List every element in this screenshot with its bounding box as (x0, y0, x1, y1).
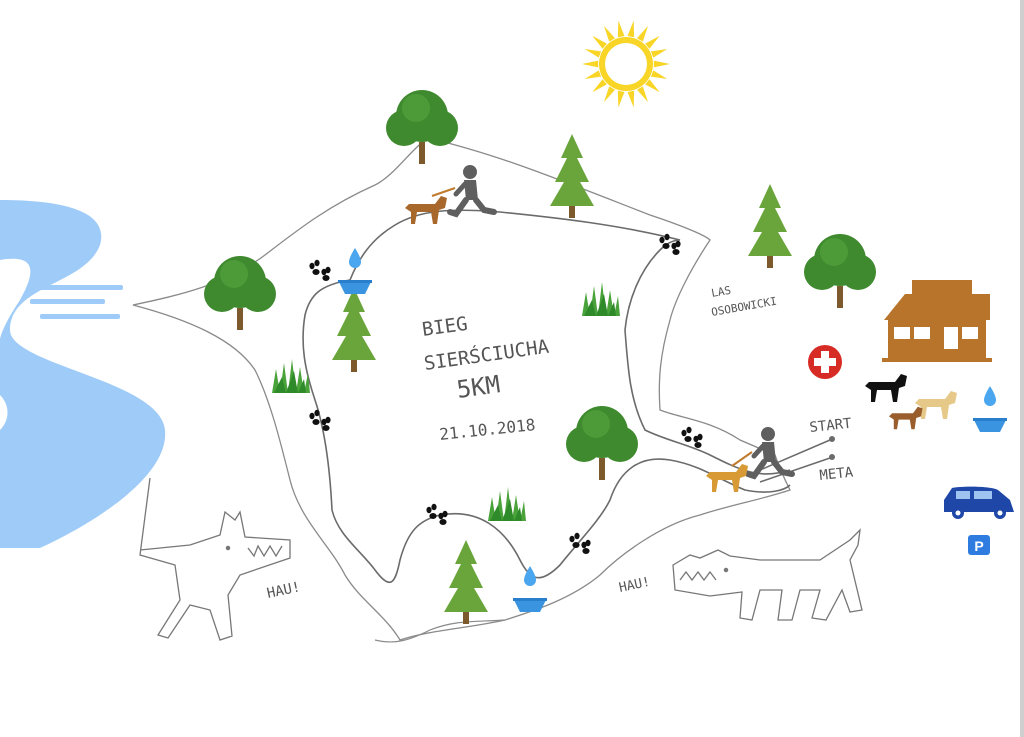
tree-icon (550, 134, 594, 218)
sun-ray (653, 60, 670, 68)
river (0, 200, 166, 548)
first-aid-icon (808, 345, 842, 379)
bark-right-label: HAU! (618, 575, 652, 596)
race-route (302, 209, 791, 584)
race-title: BIEG SIERŚCIUCHA 5KM 21.10.2018 (421, 313, 551, 444)
sun-ray (636, 25, 648, 42)
route-connector (374, 619, 506, 643)
runner-with-dog-icon (405, 165, 494, 224)
sun-ray (604, 86, 616, 103)
title-line2: SIERŚCIUCHA (422, 334, 550, 375)
sun-ray (617, 20, 625, 38)
water-bowl-icon (973, 386, 1007, 432)
start-line (759, 439, 831, 471)
grass-icon (488, 487, 526, 521)
right-dog-doodle (672, 528, 863, 621)
race-date: 21.10.2018 (438, 415, 536, 444)
tree-icon (748, 184, 792, 268)
tree-icon (204, 256, 276, 330)
forest-label-line1: LAS (710, 284, 732, 300)
sun-ray (645, 79, 660, 93)
grass-icon (272, 359, 310, 393)
left-dog-doodle (139, 477, 291, 641)
water-bowl-icon (338, 248, 372, 294)
sun-ray (592, 35, 607, 49)
finish-line (759, 457, 831, 483)
sun-ray (604, 25, 616, 42)
sun-icon (582, 20, 670, 108)
finish-label: META (819, 464, 855, 483)
sun-ray (645, 35, 660, 49)
start-marker (829, 436, 835, 442)
dog-icon (865, 374, 907, 402)
tree-icon (444, 540, 488, 624)
sun-ray (584, 48, 602, 58)
sun-ray (650, 70, 668, 80)
tree-icon (386, 90, 458, 164)
sun-ray (636, 86, 648, 103)
dog-icon (889, 406, 923, 430)
right-edge-border (1020, 0, 1024, 737)
svg-text:P: P (974, 538, 983, 554)
bark-left-label: HAU! (266, 579, 302, 602)
paw-prints-icon (309, 259, 331, 281)
start-label: START (809, 416, 853, 436)
sun-ray (582, 60, 599, 68)
tree-icon (332, 288, 376, 372)
title-line3: 5KM (455, 370, 502, 404)
building-icon (882, 280, 992, 362)
sun-ray (650, 48, 668, 58)
car-icon (944, 486, 1014, 519)
paw-prints-icon (426, 503, 448, 525)
water-bowl-icon (513, 566, 547, 612)
sun-ray (627, 90, 635, 108)
runner-with-dog-icon (706, 427, 792, 492)
sun-ray (617, 90, 625, 108)
tree-icon (804, 234, 876, 308)
sun-ray (584, 70, 602, 80)
grass-icon (582, 282, 620, 316)
finish-marker (829, 454, 835, 460)
parking-icon: P (968, 535, 990, 555)
title-line1: BIEG (421, 313, 469, 341)
tree-icon (566, 406, 638, 480)
sun-ray (592, 79, 607, 93)
sun-ray (627, 20, 635, 38)
